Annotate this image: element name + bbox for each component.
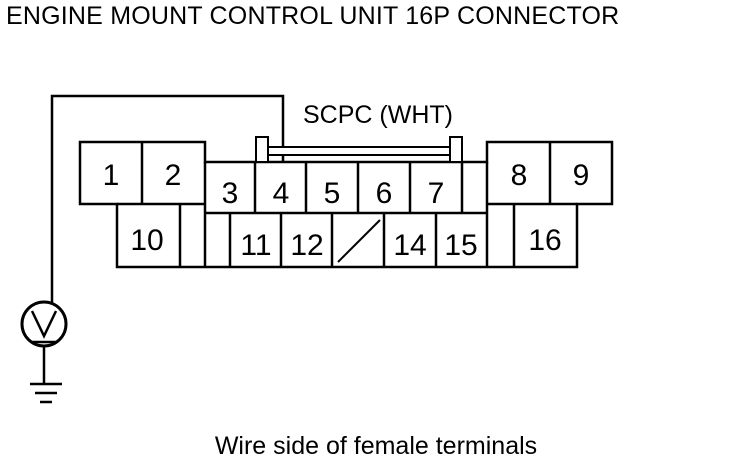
voltmeter-icon bbox=[20, 300, 68, 383]
connector-housing bbox=[78, 140, 614, 269]
pin-label-8: 8 bbox=[511, 159, 528, 192]
pin-label-5: 5 bbox=[324, 177, 341, 210]
pin-label-9: 9 bbox=[573, 159, 590, 192]
empty-cavity-13-slash bbox=[337, 219, 381, 263]
pin-label-3: 3 bbox=[222, 177, 239, 210]
pin-label-7: 7 bbox=[428, 177, 445, 210]
lock-bar bbox=[255, 136, 463, 163]
diagram-caption: Wire side of female terminals bbox=[214, 432, 538, 460]
ground-icon bbox=[30, 382, 62, 404]
pin-label-15: 15 bbox=[444, 229, 477, 262]
pin-label-1: 1 bbox=[103, 159, 120, 192]
pin-label-12: 12 bbox=[290, 229, 323, 262]
pin-label-2: 2 bbox=[165, 159, 182, 192]
pin-label-16: 16 bbox=[528, 224, 561, 257]
diagram-title: ENGINE MOUNT CONTROL UNIT 16P CONNECTOR bbox=[6, 2, 620, 30]
pin-label-11: 11 bbox=[240, 229, 271, 262]
wire-color-label: SCPC (WHT) bbox=[303, 101, 453, 129]
pin-label-10: 10 bbox=[130, 224, 163, 257]
pin-label-14: 14 bbox=[393, 229, 426, 262]
probe-wire bbox=[50, 94, 285, 304]
pin-label-4: 4 bbox=[273, 177, 290, 210]
pin-label-6: 6 bbox=[376, 177, 393, 210]
